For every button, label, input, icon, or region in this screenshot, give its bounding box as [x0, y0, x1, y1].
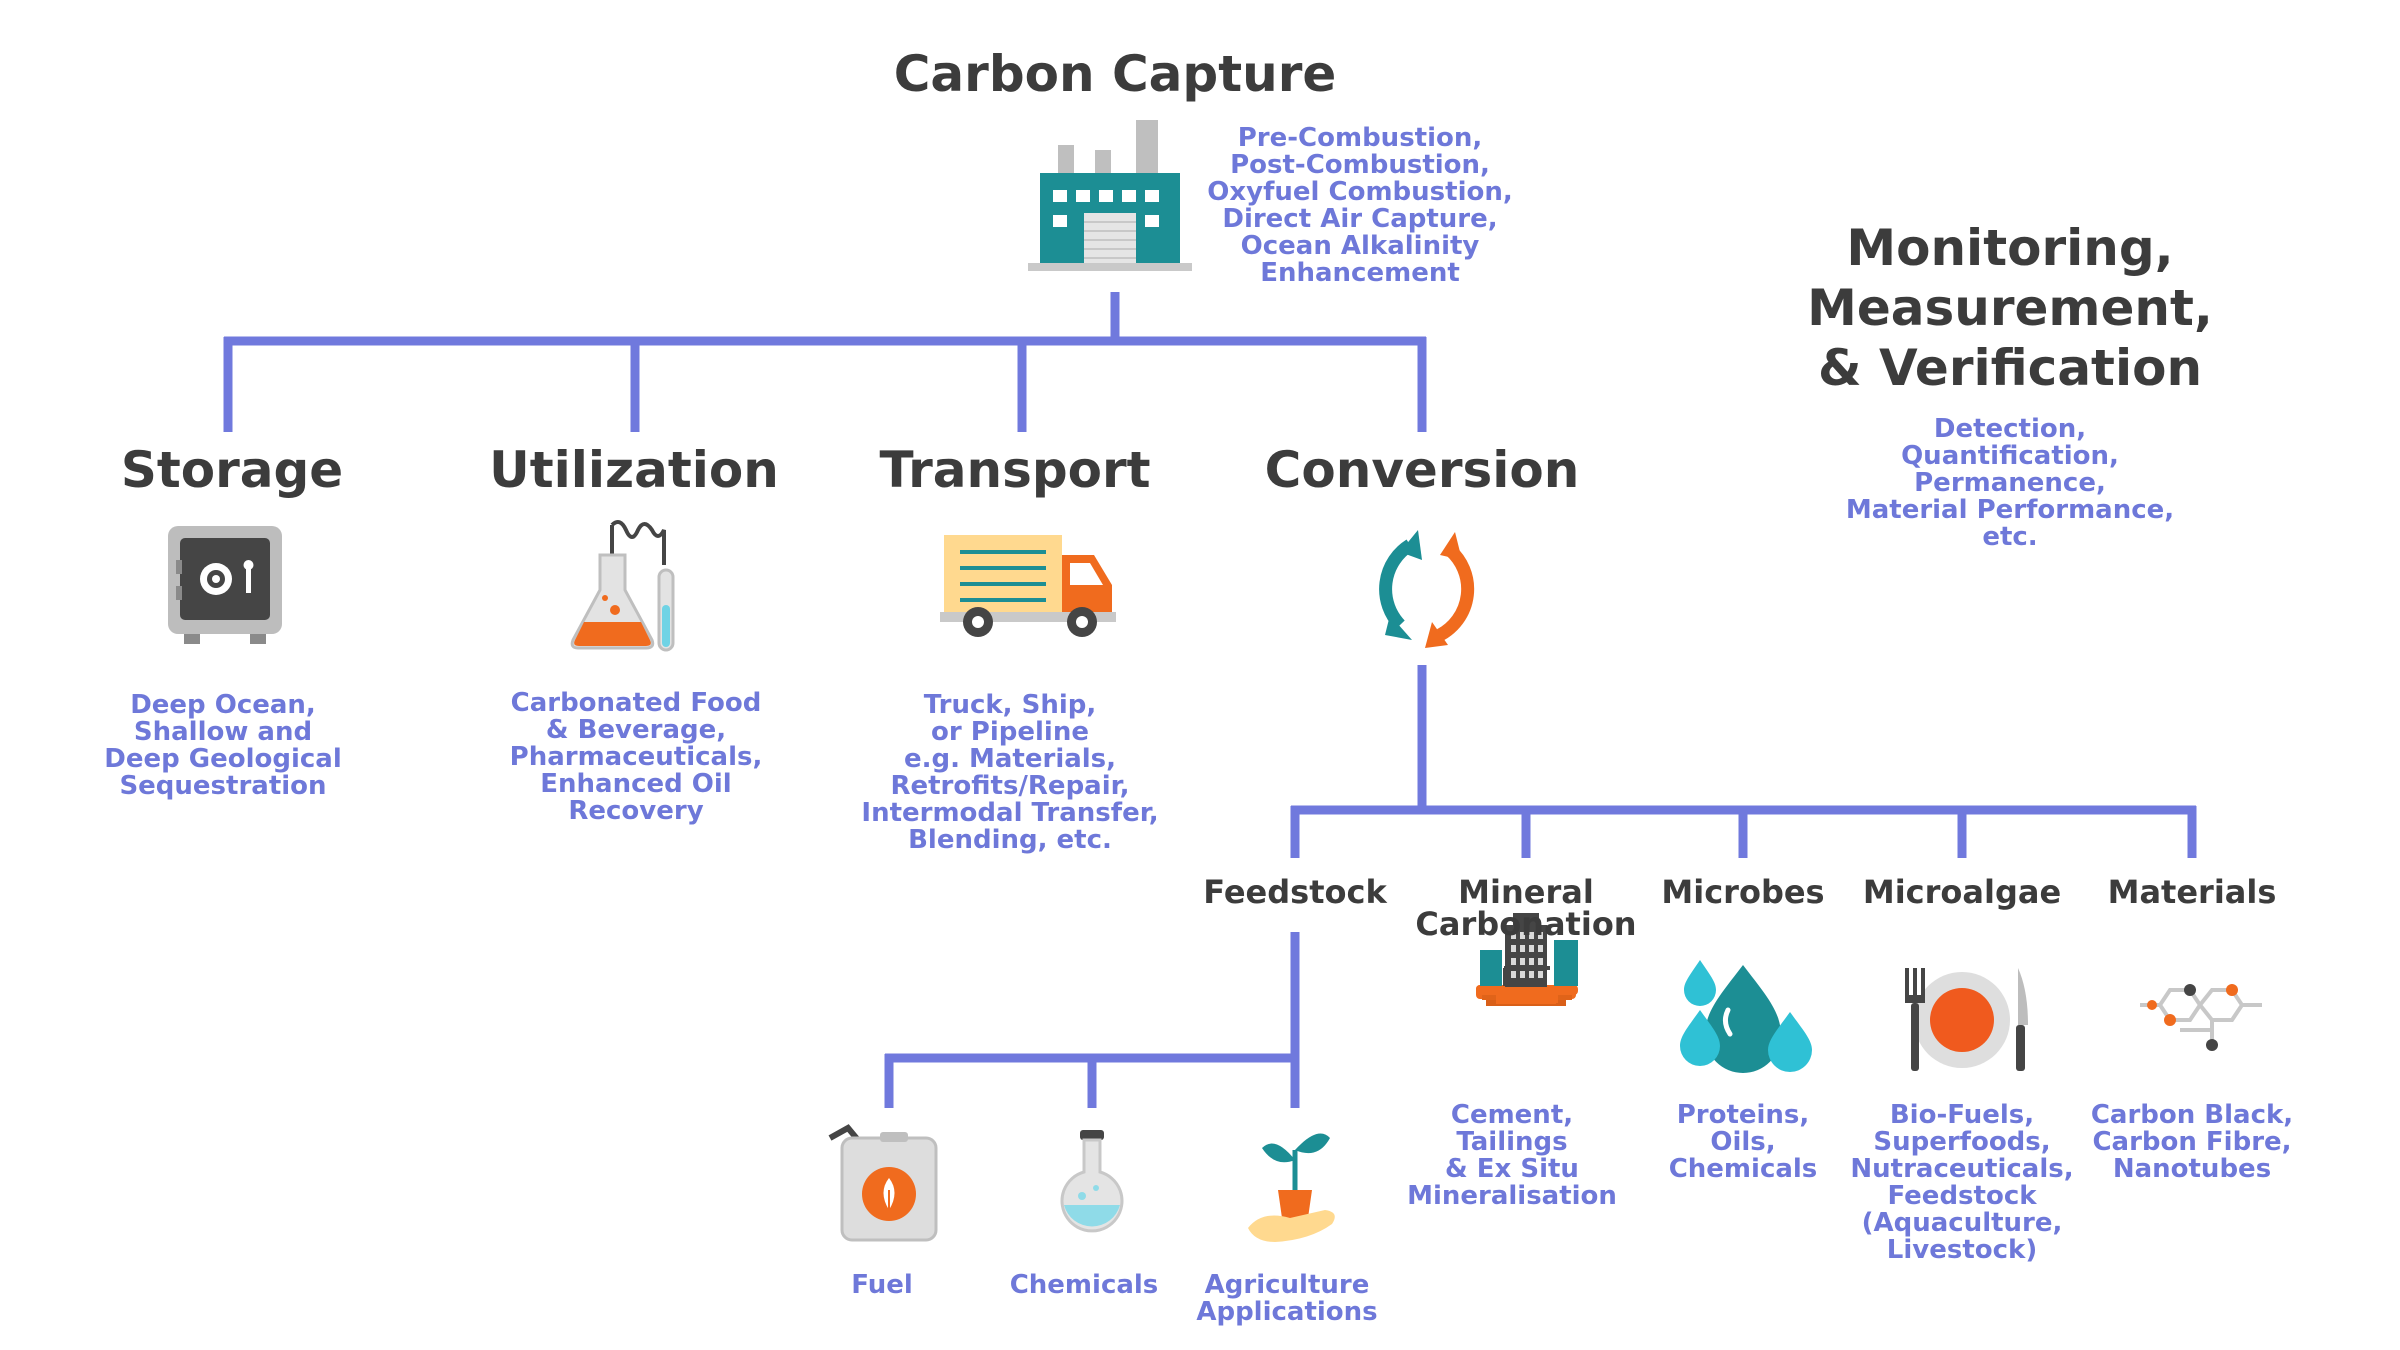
capture-methods: Pre-Combustion,Post-Combustion,Oxyfuel C… — [1207, 125, 1512, 287]
microbes-desc: Proteins,Oils,Chemicals — [1669, 1102, 1818, 1183]
text-line: Pre-Combustion, — [1237, 123, 1483, 153]
text-line: Oils, — [1710, 1127, 1776, 1157]
text-line: Mineral — [1458, 873, 1594, 911]
lab-flask-icon — [570, 519, 675, 652]
text-line: Truck, Ship, — [923, 690, 1097, 720]
mmv-title: Monitoring,Measurement,& Verification — [1807, 218, 2213, 398]
text-line: or Pipeline — [931, 717, 1089, 747]
feedstock-title: Feedstock — [1203, 876, 1386, 908]
text-line: Applications — [1196, 1297, 1378, 1327]
microbes-title: Microbes — [1661, 876, 1824, 908]
text-line: Quantification, — [1901, 441, 2119, 471]
storage-title: Storage — [120, 441, 344, 499]
text-line: Blending, etc. — [908, 825, 1112, 855]
text-line: & Ex Situ — [1445, 1154, 1579, 1184]
text-line: Carbonated Food — [510, 688, 762, 718]
text-line: Sequestration — [119, 771, 327, 801]
text-line: Proteins, — [1676, 1100, 1810, 1130]
fuel-label: Fuel — [851, 1272, 913, 1299]
utilization-title: Utilization — [489, 441, 779, 499]
text-line: Oxyfuel Combustion, — [1207, 177, 1513, 207]
text-line: Livestock) — [1886, 1235, 2038, 1265]
cycle-arrows-icon — [1379, 530, 1475, 648]
text-line: Recovery — [568, 796, 704, 826]
capture-title: Carbon Capture — [893, 45, 1337, 103]
mmv-items: Detection,Quantification,Permanence,Mate… — [1846, 416, 2174, 551]
text-line: Detection, — [1933, 414, 2087, 444]
text-line: Retrofits/Repair, — [890, 771, 1130, 801]
molecule-icon — [2140, 984, 2262, 1051]
text-line: Materials — [2107, 873, 2277, 911]
text-line: Post-Combustion, — [1230, 150, 1490, 180]
text-line: Bio-Fuels, — [1889, 1100, 2035, 1130]
text-line: Microbes — [1661, 873, 1825, 911]
text-line: Feedstock — [1887, 1181, 2037, 1211]
text-line: Tailings — [1456, 1127, 1568, 1157]
microalgae-title: Microalgae — [1863, 876, 2061, 908]
text-line: & Beverage, — [545, 715, 727, 745]
text-line: Deep Geological — [104, 744, 342, 774]
text-line: & Verification — [1817, 339, 2203, 397]
text-line: e.g. Materials, — [903, 744, 1117, 774]
text-line: Enhanced Oil — [540, 769, 732, 799]
conversion-title: Conversion — [1264, 441, 1580, 499]
safe-icon — [168, 526, 282, 644]
text-line: Superfoods, — [1873, 1127, 2051, 1157]
text-line: Chemicals — [1668, 1154, 1818, 1184]
buildings-icon-main — [1476, 940, 1578, 1003]
droplets-icon — [1680, 960, 1812, 1073]
text-line: Fuel — [851, 1270, 913, 1300]
materials-title: Materials — [2108, 876, 2277, 908]
text-line: Feedstock — [1203, 873, 1387, 911]
materials-desc: Carbon Black,Carbon Fibre,Nanotubes — [2091, 1102, 2293, 1183]
text-line: Ocean Alkalinity — [1240, 231, 1480, 261]
plate-cutlery-icon — [1905, 968, 2028, 1071]
buildings-middle-tower — [1505, 913, 1547, 987]
microalgae-desc: Bio-Fuels,Superfoods,Nutraceuticals,Feed… — [1850, 1102, 2073, 1264]
round-flask-icon — [1060, 1130, 1124, 1233]
text-line: Monitoring, — [1846, 219, 2174, 277]
text-line: Agriculture — [1204, 1270, 1370, 1300]
text-line: etc. — [1982, 522, 2038, 552]
text-line: Measurement, — [1807, 279, 2213, 337]
text-line: Direct Air Capture, — [1222, 204, 1498, 234]
text-line: Enhancement — [1260, 258, 1460, 288]
fuel-can-icon — [828, 1124, 938, 1242]
text-line: Chemicals — [1009, 1270, 1159, 1300]
text-line: Deep Ocean, — [130, 690, 316, 720]
connectors — [223, 292, 2197, 1108]
text-line: Nanotubes — [2112, 1154, 2272, 1184]
plant-in-hand-icon — [1248, 1133, 1335, 1242]
text-line: Microalgae — [1862, 873, 2062, 911]
text-line: (Aquaculture, — [1861, 1208, 2063, 1238]
factory-icon — [1028, 120, 1192, 271]
transport-title: Transport — [879, 441, 1151, 499]
text-line: Cement, — [1450, 1100, 1574, 1130]
text-line: Shallow and — [133, 717, 313, 747]
utilization-desc: Carbonated Food& Beverage,Pharmaceutical… — [510, 690, 763, 825]
text-line: Intermodal Transfer, — [861, 798, 1159, 828]
text-line: Carbonation — [1415, 905, 1637, 943]
truck-icon — [940, 535, 1116, 637]
text-line: Carbon Fibre, — [2092, 1127, 2292, 1157]
text-line: Material Performance, — [1845, 495, 2175, 525]
text-line: Pharmaceuticals, — [509, 742, 763, 772]
text-line: Nutraceuticals, — [1850, 1154, 2074, 1184]
text-line: Carbon Black, — [2090, 1100, 2294, 1130]
text-line: Permanence, — [1914, 468, 2106, 498]
text-line: Mineralisation — [1407, 1181, 1617, 1211]
chemicals-label: Chemicals — [1010, 1272, 1159, 1299]
